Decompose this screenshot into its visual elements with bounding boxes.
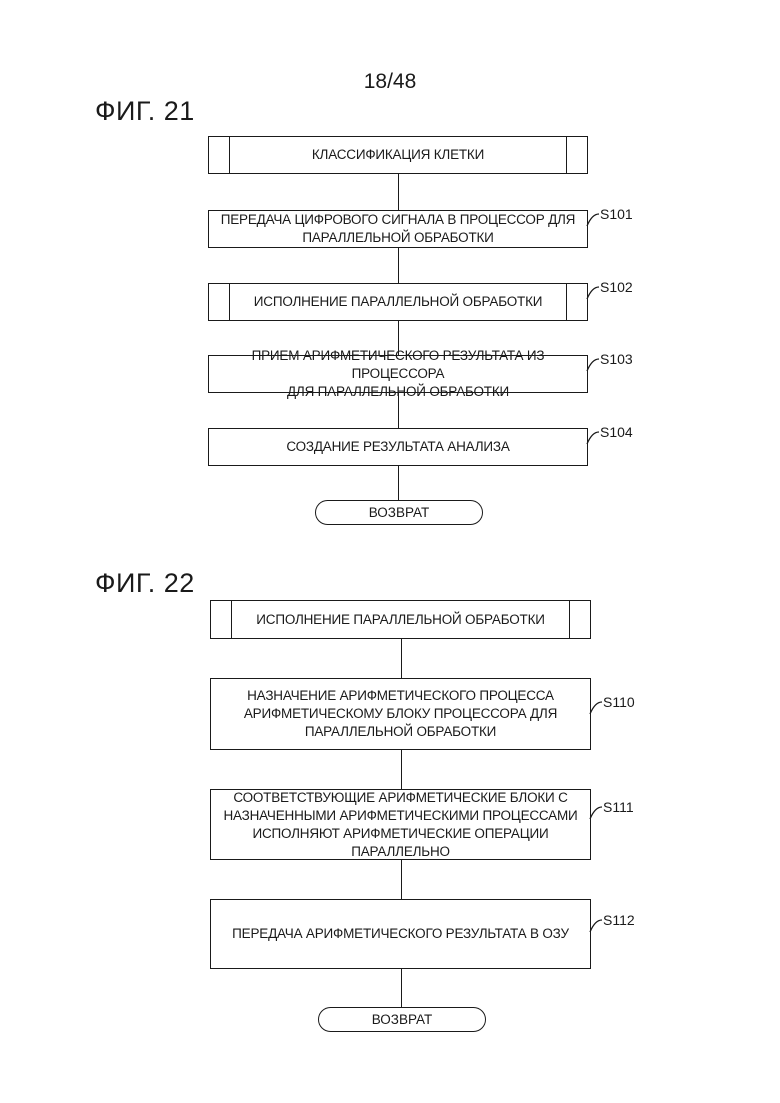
- return-label: ВОЗВРАТ: [372, 1012, 433, 1027]
- fig22-step-s111: СООТВЕТСТВУЮЩИЕ АРИФМЕТИЧЕСКИЕ БЛОКИ С Н…: [210, 789, 591, 860]
- fig21-start-label: КЛАССИФИКАЦИЯ КЛЕТКИ: [312, 146, 484, 164]
- subroutine-bar: [231, 601, 232, 638]
- fig21-return-terminal: ВОЗВРАТ: [315, 500, 483, 525]
- step-text: СООТВЕТСТВУЮЩИЕ АРИФМЕТИЧЕСКИЕ БЛОКИ С Н…: [219, 789, 582, 861]
- step-leader: [586, 212, 600, 228]
- step-id-s104: S104: [600, 424, 633, 440]
- fig22-title: ФИГ. 22: [95, 568, 195, 599]
- fig22-connector: [401, 749, 402, 789]
- fig22-return-terminal: ВОЗВРАТ: [318, 1007, 486, 1032]
- fig21-connector: [398, 465, 399, 500]
- fig22-start-box: ИСПОЛНЕНИЕ ПАРАЛЛЕЛЬНОЙ ОБРАБОТКИ: [210, 600, 591, 639]
- fig22-connector: [401, 968, 402, 1007]
- step-text: ПЕРЕДАЧА АРИФМЕТИЧЕСКОГО РЕЗУЛЬТАТА В ОЗ…: [232, 925, 569, 943]
- step-id-s102: S102: [600, 279, 633, 295]
- fig21-step-s104: СОЗДАНИЕ РЕЗУЛЬТАТА АНАЛИЗА: [208, 428, 588, 466]
- step-id-s111: S111: [603, 799, 634, 815]
- page-number: 18/48: [0, 70, 780, 94]
- subroutine-bar: [569, 601, 570, 638]
- step-text: СОЗДАНИЕ РЕЗУЛЬТАТА АНАЛИЗА: [286, 438, 509, 456]
- return-label: ВОЗВРАТ: [369, 505, 430, 520]
- fig22-start-label: ИСПОЛНЕНИЕ ПАРАЛЛЕЛЬНОЙ ОБРАБОТКИ: [256, 611, 544, 629]
- step-leader: [586, 285, 600, 301]
- fig21-step-s102: ИСПОЛНЕНИЕ ПАРАЛЛЕЛЬНОЙ ОБРАБОТКИ: [208, 283, 588, 321]
- step-text: ПРИЕМ АРИФМЕТИЧЕСКОГО РЕЗУЛЬТАТА ИЗ ПРОЦ…: [217, 347, 579, 401]
- step-id-s103: S103: [600, 351, 633, 367]
- step-text: НАЗНАЧЕНИЕ АРИФМЕТИЧЕСКОГО ПРОЦЕССА АРИФ…: [244, 687, 557, 741]
- step-leader: [586, 430, 600, 446]
- step-leader: [586, 357, 600, 373]
- step-id-s101: S101: [600, 206, 633, 222]
- step-leader: [589, 918, 603, 934]
- fig22-connector: [401, 638, 402, 678]
- subroutine-bar: [566, 284, 567, 320]
- fig21-step-s101: ПЕРЕДАЧА ЦИФРОВОГО СИГНАЛА В ПРОЦЕССОР Д…: [208, 210, 588, 248]
- fig21-step-s103: ПРИЕМ АРИФМЕТИЧЕСКОГО РЕЗУЛЬТАТА ИЗ ПРОЦ…: [208, 355, 588, 393]
- fig21-connector: [398, 174, 399, 210]
- step-text: ПЕРЕДАЧА ЦИФРОВОГО СИГНАЛА В ПРОЦЕССОР Д…: [221, 211, 575, 247]
- fig21-title: ФИГ. 21: [95, 96, 195, 127]
- step-id-s112: S112: [603, 912, 635, 928]
- fig22-step-s110: НАЗНАЧЕНИЕ АРИФМЕТИЧЕСКОГО ПРОЦЕССА АРИФ…: [210, 678, 591, 750]
- step-id-s110: S110: [603, 694, 635, 710]
- fig21-connector: [398, 247, 399, 283]
- step-leader: [589, 805, 603, 821]
- step-text: ИСПОЛНЕНИЕ ПАРАЛЛЕЛЬНОЙ ОБРАБОТКИ: [254, 293, 542, 311]
- subroutine-bar: [566, 137, 567, 173]
- fig22-step-s112: ПЕРЕДАЧА АРИФМЕТИЧЕСКОГО РЕЗУЛЬТАТА В ОЗ…: [210, 899, 591, 969]
- subroutine-bar: [229, 284, 230, 320]
- step-leader: [589, 700, 603, 716]
- fig22-connector: [401, 859, 402, 899]
- fig21-start-box: КЛАССИФИКАЦИЯ КЛЕТКИ: [208, 136, 588, 174]
- subroutine-bar: [229, 137, 230, 173]
